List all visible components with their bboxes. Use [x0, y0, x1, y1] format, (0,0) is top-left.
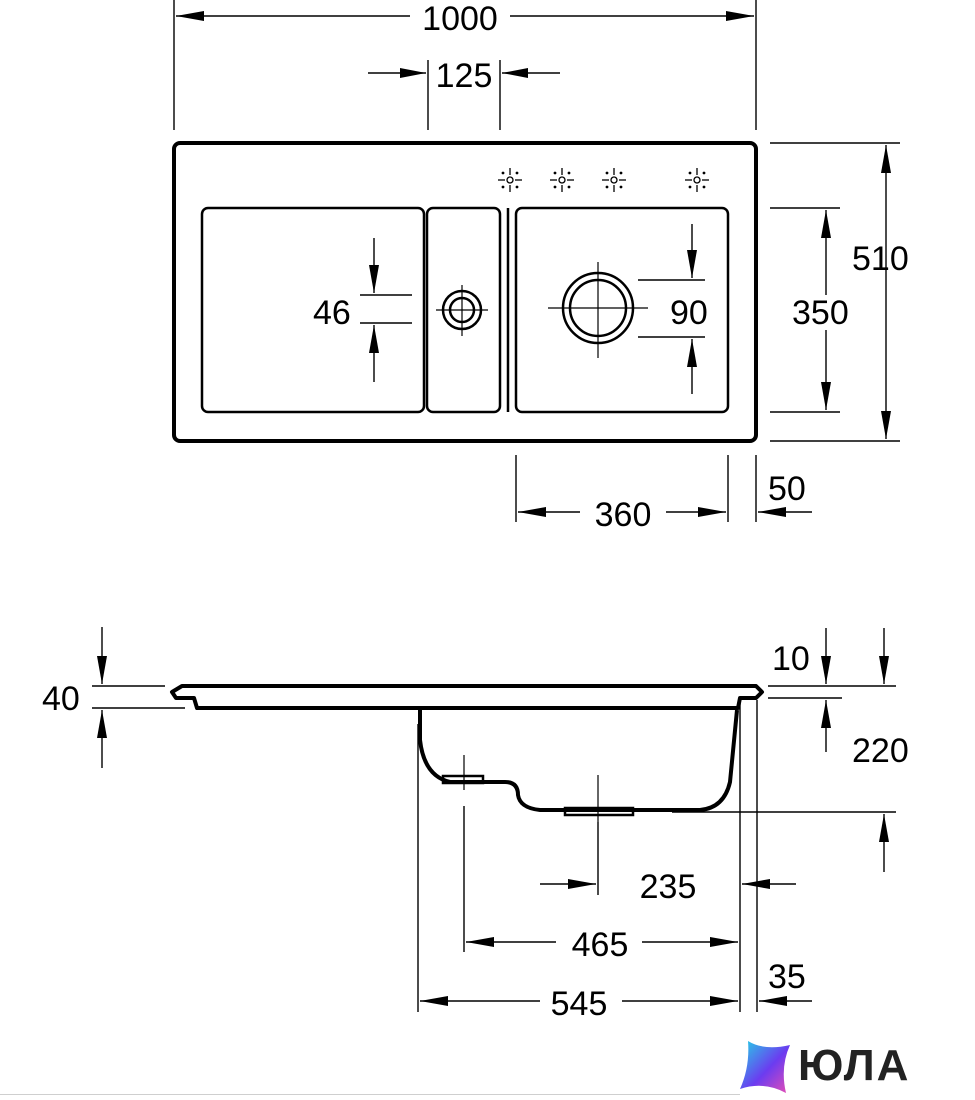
- small-waste-icon: [436, 285, 488, 336]
- drainer-area: [200, 206, 426, 414]
- brand-logo: ЮЛА: [730, 1035, 975, 1100]
- large-waste-icon: [548, 262, 648, 358]
- small-bowl: [425, 206, 502, 414]
- side-view: 40 10 220 235 465: [42, 627, 909, 1023]
- dim-bowl-width: 360: [595, 496, 652, 534]
- tap-hole-icon: [497, 167, 523, 193]
- dim-large-waste: 90: [670, 294, 708, 332]
- dim-overall-width: 1000: [422, 0, 498, 38]
- dim-bowl-length: 545: [551, 985, 608, 1023]
- dim-overall-depth: 510: [852, 240, 909, 278]
- bowl-profile: [418, 709, 739, 812]
- tap-hole-icon: [601, 167, 627, 193]
- dim-edge-offset: 50: [768, 470, 806, 508]
- sink-outline: [172, 141, 758, 443]
- dim-drainer-width: 125: [436, 57, 493, 95]
- dim-edge-offset-side: 35: [768, 958, 806, 996]
- dim-bowl-depth: 350: [792, 294, 849, 332]
- dim-drain-distance: 465: [572, 926, 629, 964]
- dim-rim-step: 10: [772, 640, 810, 678]
- logo-mark-icon: [740, 1041, 790, 1093]
- logo-text: ЮЛА: [798, 1041, 911, 1090]
- main-bowl: [514, 206, 730, 414]
- dim-small-waste: 46: [313, 294, 351, 332]
- tap-hole-icon: [684, 167, 710, 193]
- divider: [0, 1094, 740, 1095]
- top-view: 1000 125 510 350 360: [172, 0, 909, 534]
- tap-hole-icon: [549, 167, 575, 193]
- rim-profile: [170, 684, 764, 710]
- dim-bowl-height: 220: [852, 732, 909, 770]
- dim-rim-thickness: 40: [42, 680, 80, 718]
- dim-waste-offset: 235: [640, 868, 697, 906]
